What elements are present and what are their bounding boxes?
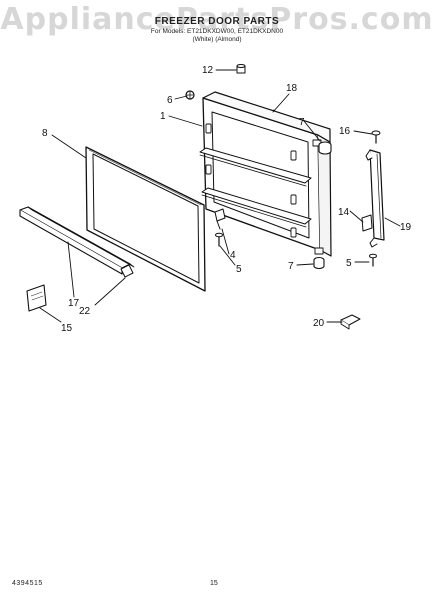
callout-20: 20 (313, 318, 325, 329)
part-14-clip (361, 214, 373, 232)
callout-12: 12 (202, 65, 214, 76)
document-number: 4394515 (12, 580, 43, 587)
part-5-screw-right (369, 253, 377, 267)
part-4-stop (214, 208, 226, 230)
part-7-bushing-top (318, 141, 332, 155)
callout-8: 8 (42, 128, 48, 139)
part-1-door-liner (199, 91, 332, 257)
leader-lines (39, 69, 401, 323)
part-6-screw (185, 90, 195, 100)
callout-15: 15 (61, 323, 73, 334)
callout-6: 6 (167, 95, 173, 106)
part-20-bracket (340, 314, 361, 330)
page-number: 15 (210, 580, 218, 587)
callout-7-top: 7 (299, 117, 305, 128)
callout-16: 16 (339, 126, 351, 137)
part-15-label-plate (26, 284, 47, 312)
callout-7-bottom: 7 (288, 261, 294, 272)
watermark: AppliancePartsPros.com (0, 2, 434, 37)
callout-1: 1 (160, 111, 166, 122)
callout-14: 14 (338, 207, 350, 218)
part-12-cap (236, 64, 246, 74)
callout-19: 19 (400, 222, 412, 233)
part-5-screw-left (215, 232, 223, 247)
callout-labels: 12 6 18 1 7 16 8 14 19 4 5 7 5 17 22 15 … (42, 65, 412, 334)
callout-18: 18 (286, 83, 298, 94)
part-16-screw (371, 130, 381, 144)
color-list: (White) (Almond) (192, 36, 242, 43)
callout-22: 22 (79, 306, 91, 317)
title-block: FREEZER DOOR PARTS For Models: ET21DKXDW… (0, 16, 434, 43)
callout-5-right: 5 (346, 258, 352, 269)
callout-4: 4 (230, 250, 236, 261)
part-22-end-cap (120, 264, 134, 278)
callout-17: 17 (68, 298, 80, 309)
part-17-trim-strip (19, 206, 135, 275)
page-title: FREEZER DOOR PARTS (154, 16, 280, 27)
part-7-bushing-bottom (313, 256, 325, 270)
model-list: For Models: ET21DKXDW00, ET21DKXDN00 (150, 28, 284, 35)
part-8-door-gasket (85, 146, 206, 292)
part-19-handle (365, 149, 385, 248)
callout-5-left: 5 (236, 264, 242, 275)
